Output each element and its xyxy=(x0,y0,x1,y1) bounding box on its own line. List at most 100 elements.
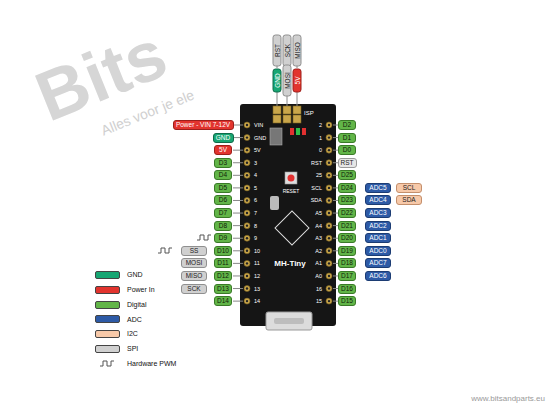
pin-label: ADC4 xyxy=(365,195,391,205)
pin-label: Power - VIN 7-12V xyxy=(173,120,234,130)
pin-label: D4 xyxy=(214,170,232,180)
pin-text: RST xyxy=(274,44,281,57)
pin-label: SCK xyxy=(181,284,207,294)
silkscreen-label: 5V xyxy=(254,147,261,153)
legend-swatch xyxy=(95,315,120,323)
reset-button xyxy=(288,175,295,182)
pin-label: ADC5 xyxy=(365,183,391,193)
reset-button xyxy=(285,172,297,184)
pin-label: D9 xyxy=(214,233,232,243)
pin-text: SCK xyxy=(284,43,291,56)
pin-text: GND xyxy=(274,73,281,87)
pin-label: D19 xyxy=(338,246,356,256)
pin-text: D6 xyxy=(219,196,227,204)
silkscreen-label: 5 xyxy=(254,185,257,191)
pin-text: D22 xyxy=(341,209,353,217)
silkscreen-label: A3 xyxy=(315,235,322,241)
pin-label: D15 xyxy=(338,296,356,306)
silkscreen-label: 0 xyxy=(319,147,322,153)
pin-text: D17 xyxy=(341,272,353,280)
legend-text: ADC xyxy=(127,316,142,324)
pin-text: 5V xyxy=(219,146,227,154)
pin-label: ADC1 xyxy=(365,233,391,243)
crystal xyxy=(270,196,279,210)
pin-label: D18 xyxy=(338,258,356,268)
pin-text: MOSI xyxy=(186,259,203,267)
pin-label: D24 xyxy=(338,183,356,193)
silkscreen-label: 15 xyxy=(316,298,322,304)
pin-text: SS xyxy=(190,247,199,255)
silkscreen-label: 8 xyxy=(254,223,257,229)
pin-label: GND xyxy=(213,133,234,143)
silkscreen-label: A5 xyxy=(315,210,322,216)
pin-text: D8 xyxy=(219,222,227,230)
pin-text: ADC5 xyxy=(369,184,386,192)
pin-label: D1 xyxy=(338,133,356,143)
pin-label: ADC6 xyxy=(365,271,391,281)
silkscreen-label: 2 xyxy=(319,122,322,128)
silkscreen-label: SCL xyxy=(311,185,322,191)
silkscreen-label: 6 xyxy=(254,197,257,203)
legend-swatch xyxy=(95,330,120,338)
silkscreen-label: A4 xyxy=(315,223,322,229)
silkscreen-label: RST xyxy=(311,160,322,166)
pin-text: D20 xyxy=(341,234,353,242)
pin-label: D14 xyxy=(214,296,232,306)
pin-label: D7 xyxy=(214,208,232,218)
pin-label: D22 xyxy=(338,208,356,218)
pin-label: GND xyxy=(273,68,282,92)
pin-text: Power - VIN 7-12V xyxy=(176,121,230,129)
pin-text: D12 xyxy=(217,272,229,280)
led xyxy=(290,128,294,135)
pin-headers xyxy=(233,122,338,304)
silkscreen-label: 10 xyxy=(254,248,260,254)
pin-label: D6 xyxy=(214,195,232,205)
led xyxy=(302,128,306,135)
pin-label: D16 xyxy=(338,284,356,294)
pin-text: D10 xyxy=(217,247,229,255)
pin-label: ADC3 xyxy=(365,208,391,218)
pin-label: D23 xyxy=(338,195,356,205)
silkscreen-label: 16 xyxy=(316,286,322,292)
pin-text: D21 xyxy=(341,222,353,230)
pin-label: 5V xyxy=(293,68,302,92)
silkscreen-label: SDA xyxy=(311,197,322,203)
legend-swatch xyxy=(95,345,120,353)
pin-label: ADC0 xyxy=(365,246,391,256)
silkscreen-label: 14 xyxy=(254,298,260,304)
pin-label: D21 xyxy=(338,221,356,231)
pin-label: D13 xyxy=(214,284,232,294)
pin-label: D17 xyxy=(338,271,356,281)
silkscreen-label: 7 xyxy=(254,210,257,216)
pin-text: D19 xyxy=(341,247,353,255)
pin-label: MOSI xyxy=(181,258,207,268)
pin-label: MOSI xyxy=(283,64,292,96)
pin-text: D0 xyxy=(343,146,351,154)
pin-label: D5 xyxy=(214,183,232,193)
legend-text: I2C xyxy=(127,330,138,338)
pin-label: D20 xyxy=(338,233,356,243)
pin-text: D1 xyxy=(343,134,351,142)
pin-text: D13 xyxy=(217,285,229,293)
pin-label: D11 xyxy=(214,258,232,268)
silkscreen-label: A0 xyxy=(315,273,322,279)
pin-text: D23 xyxy=(341,196,353,204)
chip xyxy=(275,211,309,245)
pin-label: RST xyxy=(273,34,282,66)
pin-text: D9 xyxy=(219,234,227,242)
silkscreen-label: 1 xyxy=(319,135,322,141)
board-label: ISP xyxy=(304,110,314,117)
board-label: MH-Tiny xyxy=(274,260,305,269)
pin-label: D10 xyxy=(214,246,232,256)
pin-label: D3 xyxy=(214,158,232,168)
silkscreen-label: 12 xyxy=(254,273,260,279)
pin-text: ADC7 xyxy=(369,259,386,267)
pin-text: ADC2 xyxy=(369,222,386,230)
silkscreen-label: A2 xyxy=(315,248,322,254)
pin-text: ADC0 xyxy=(369,247,386,255)
pin-text: SCL xyxy=(403,184,416,192)
pin-text: D5 xyxy=(219,184,227,192)
pin-text: D4 xyxy=(219,171,227,179)
board xyxy=(240,104,336,326)
